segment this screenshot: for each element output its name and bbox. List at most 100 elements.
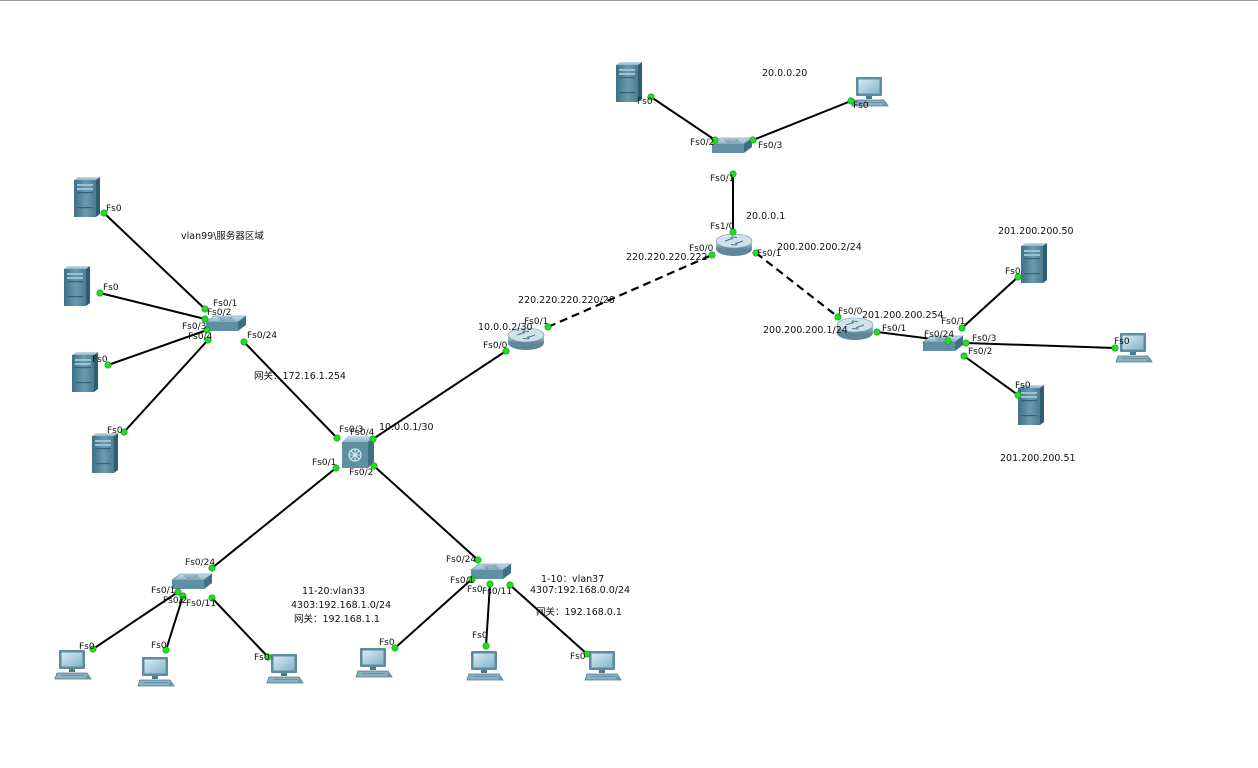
port-status-dot [1014, 391, 1022, 399]
port-status-dot [120, 428, 128, 436]
vlan37-note: 4307:192.168.0.0/24 [530, 585, 630, 596]
port-label: Fs0/1 [757, 249, 781, 259]
link-edge-isp-serial[interactable] [547, 253, 713, 329]
port-label: Fs0/3 [339, 425, 363, 435]
server-icon[interactable] [616, 62, 642, 102]
server-icon[interactable] [1018, 385, 1044, 425]
ip-address-label: 10.0.0.1/30 [379, 422, 434, 433]
pc-icon[interactable] [266, 653, 304, 684]
ip-address-label: 20.0.0.1 [746, 211, 785, 222]
port-label: Fs0/1 [941, 317, 965, 327]
port-label: Fs0/1 [213, 299, 237, 309]
link-server3-switch[interactable] [107, 329, 208, 366]
port-label: Fs0/3 [758, 141, 782, 151]
port-label: Fs0/24 [924, 330, 954, 340]
pc-icon[interactable] [584, 650, 622, 681]
link-switch-core[interactable] [243, 341, 338, 439]
vlan33-note: 11-20:vlan33 [302, 586, 365, 597]
port-label: Fs0/0 [689, 244, 714, 254]
link-sw33-pc2[interactable] [165, 595, 184, 651]
annotations-layer: vlan99\服务器区域 网关：172.16.1.254 10.0.0.1/30… [181, 68, 1076, 625]
port-label: Fs0 [467, 585, 483, 595]
router-icon[interactable] [715, 233, 753, 257]
port-status-dot [240, 338, 248, 346]
port-label: Fs0 [853, 101, 869, 111]
vlan33-note: 网关：192.168.1.1 [294, 613, 380, 625]
link-server4-switch[interactable] [123, 339, 209, 433]
port-status-dot [544, 323, 552, 331]
port-label: Fs0/2 [349, 468, 373, 478]
vlan37-note: 网关：192.168.0.1 [536, 606, 622, 618]
ip-address-label: 220.220.220.220/28 [518, 295, 615, 306]
pc-icon[interactable] [355, 647, 393, 678]
port-status-dot [711, 136, 719, 144]
port-status-dot [1014, 273, 1022, 281]
port-status-dot [370, 462, 378, 470]
port-status-dot [468, 575, 476, 583]
server-icon[interactable] [74, 177, 100, 217]
port-status-dot [482, 642, 490, 650]
server-icon[interactable] [92, 433, 118, 473]
link-isp-switch-pc[interactable] [752, 100, 852, 141]
vlan33-note: 4303:192.168.1.0/24 [291, 600, 391, 611]
port-label: Fs0 [151, 641, 167, 651]
link-core-switch-vlan37[interactable] [373, 465, 479, 561]
port-status-dot [729, 228, 737, 236]
link-sw37-pc2[interactable] [485, 583, 491, 647]
port-status-dot [369, 435, 377, 443]
ip-address-label: 201.200.200.50 [998, 226, 1074, 237]
multilayer-switch-icon[interactable] [341, 435, 375, 469]
port-label: Fs0/1 [312, 458, 336, 468]
port-status-dot [333, 434, 341, 442]
port-label: Fs0/1 [450, 576, 474, 586]
port-labels-layer: Fs0 Fs0 Fs0 Fs0 Fs0/1 Fs0/2 Fs0/3 Fs0/4 … [79, 97, 1130, 663]
link-sw37-pc3[interactable] [509, 584, 588, 655]
port-status-dot [647, 93, 655, 101]
link-isp-remote-serial[interactable] [755, 252, 839, 318]
port-status-dot [201, 315, 209, 323]
link-server1-switch[interactable] [103, 212, 206, 310]
pc-icon[interactable] [137, 656, 175, 687]
server-icon[interactable] [64, 266, 90, 306]
port-label: Fs0/2 [968, 347, 992, 357]
link-server2-switch[interactable] [99, 292, 206, 320]
link-core-edge-router[interactable] [372, 350, 507, 440]
port-status-dot [873, 328, 881, 336]
link-isp-switch-server[interactable] [650, 96, 716, 141]
port-status-dot [962, 339, 970, 347]
link-remote-switch-server1[interactable] [961, 276, 1019, 329]
switch-icon[interactable] [171, 573, 213, 590]
port-status-dot [104, 361, 112, 369]
port-status-dot [847, 97, 855, 105]
server-icon[interactable] [1021, 243, 1047, 283]
port-label: Fs0/24 [446, 555, 476, 565]
switch-icon[interactable] [470, 563, 512, 580]
port-label: Fs0/4 [350, 428, 375, 438]
port-status-dot [958, 324, 966, 332]
port-label: Fs0/2 [207, 308, 231, 318]
port-label: Fs0/2 [163, 596, 187, 606]
switch-icon[interactable] [205, 315, 247, 332]
ip-address-label: 10.0.0.2/30 [478, 322, 533, 333]
port-status-dot [204, 336, 212, 344]
ip-address-label: 200.200.200.1/24 [763, 325, 848, 336]
port-status-dot [583, 650, 591, 658]
port-dots-layer [89, 93, 1119, 661]
port-status-dot [264, 653, 272, 661]
port-label: Fs0 [92, 355, 108, 365]
link-sw33-pc1[interactable] [92, 591, 179, 650]
link-remote-switch-server2[interactable] [963, 355, 1019, 396]
link-remote-switch-pc[interactable] [965, 342, 1116, 349]
link-core-switch-vlan33[interactable] [211, 467, 337, 569]
port-status-dot [752, 249, 760, 257]
pc-icon[interactable] [54, 649, 92, 680]
port-status-dot [96, 289, 104, 297]
port-label: Fs0/24 [185, 558, 215, 568]
link-sw33-pc3[interactable] [211, 597, 269, 658]
pc-icon[interactable] [466, 650, 504, 681]
vlan37-note: 1-10：vlan37 [541, 574, 604, 585]
link-sw37-pc1[interactable] [394, 578, 473, 649]
port-label: Fs0 [570, 652, 586, 662]
ip-address-label: 200.200.200.2/24 [777, 242, 862, 253]
